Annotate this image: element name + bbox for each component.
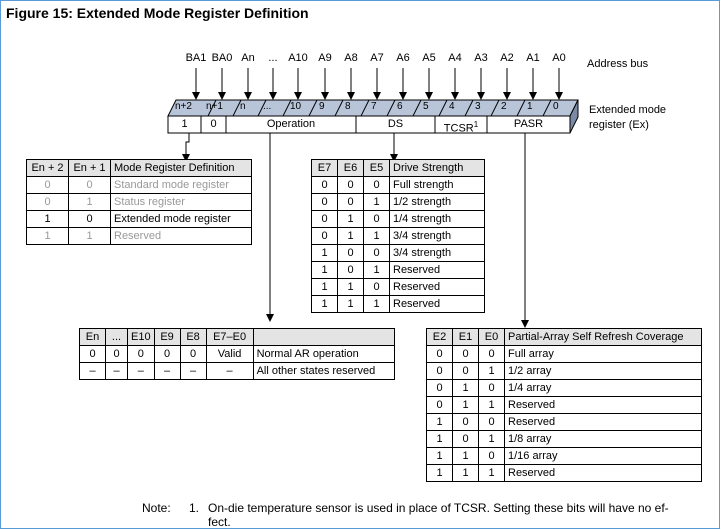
header-e7: E7	[311, 159, 338, 177]
register-label-line2: register (Ex)	[589, 119, 649, 131]
pin-a10: A10	[288, 52, 308, 64]
field-operation: Operation	[266, 118, 316, 130]
register-label-line1: Extended mode	[589, 104, 667, 116]
pin-a8: A8	[344, 52, 358, 64]
field-bit0: 0	[210, 118, 217, 130]
header-e6: E6	[337, 159, 364, 177]
bit-n2: n+2	[175, 101, 192, 112]
pin-ellipsis: ...	[268, 52, 278, 64]
pasr-table: E2 E1 E0 Partial-Array Self Refresh Cove…	[426, 328, 702, 482]
pin-a2: A2	[500, 52, 514, 64]
header-e2: E2	[426, 328, 453, 346]
field-bit1: 1	[181, 118, 188, 130]
header-e7-e0: E7–E0	[205, 328, 254, 346]
bit-1: 1	[527, 101, 533, 112]
pin-ba0: BA0	[211, 52, 233, 64]
pin-a9: A9	[318, 52, 332, 64]
bit-9: 9	[319, 101, 325, 112]
register-fields: 1 0 Operation DS TCSR1 PASR	[168, 116, 570, 135]
bit-5: 5	[423, 101, 429, 112]
header-e8: E8	[179, 328, 207, 346]
bit-10: 10	[290, 101, 302, 112]
figure-title: Figure 15: Extended Mode Register Defini…	[6, 5, 309, 21]
pin-a4: A4	[448, 52, 462, 64]
header-e10: E10	[127, 328, 155, 346]
address-arrows	[192, 68, 563, 100]
header-ellipsis: ...	[105, 328, 128, 346]
address-bus-label: Address bus	[587, 58, 649, 70]
bit-3: 3	[475, 101, 481, 112]
mode-register-table: En + 2 En + 1 Mode Register Definition 0…	[26, 159, 252, 245]
pin-ba1: BA1	[185, 52, 207, 64]
header-mode-def: Mode Register Definition	[110, 159, 252, 177]
note-label: Note:	[142, 501, 171, 515]
pin-a3: A3	[474, 52, 488, 64]
bit-ellipsis: ...	[263, 101, 272, 112]
header-e1: E1	[452, 328, 479, 346]
pin-a1: A1	[526, 52, 540, 64]
header-drive-strength: Drive Strength	[389, 159, 485, 177]
bit-0: 0	[553, 101, 559, 112]
note-line1: On-die temperature sensor is used in pla…	[208, 501, 669, 515]
header-e0: E0	[478, 328, 505, 346]
table-row: ––––––All other states reserved	[79, 362, 395, 380]
header-e5: E5	[363, 159, 390, 177]
note-number: 1.	[189, 501, 200, 515]
header-en1: En + 1	[68, 159, 111, 177]
pin-a6: A6	[396, 52, 410, 64]
header-e9: E9	[153, 328, 181, 346]
header-description	[252, 328, 395, 346]
field-ds: DS	[387, 118, 404, 130]
bit-6: 6	[397, 101, 403, 112]
bit-n1: n+1	[206, 101, 223, 112]
bit-7: 7	[371, 101, 377, 112]
header-en: En	[79, 328, 106, 346]
bit-n: n	[240, 101, 246, 112]
bit-2: 2	[501, 101, 507, 112]
pin-a5: A5	[422, 52, 436, 64]
field-tcsr: TCSR1	[443, 120, 479, 135]
note-line2: fect.	[208, 515, 231, 529]
pin-a7: A7	[370, 52, 384, 64]
bit-4: 4	[449, 101, 455, 112]
pin-an: An	[241, 52, 255, 64]
register-front-face	[167, 115, 571, 134]
header-en2: En + 2	[26, 159, 69, 177]
header-pasr-coverage: Partial-Array Self Refresh Coverage	[504, 328, 702, 346]
field-pasr: PASR	[513, 118, 544, 130]
bit-8: 8	[345, 101, 351, 112]
pin-a0: A0	[552, 52, 566, 64]
